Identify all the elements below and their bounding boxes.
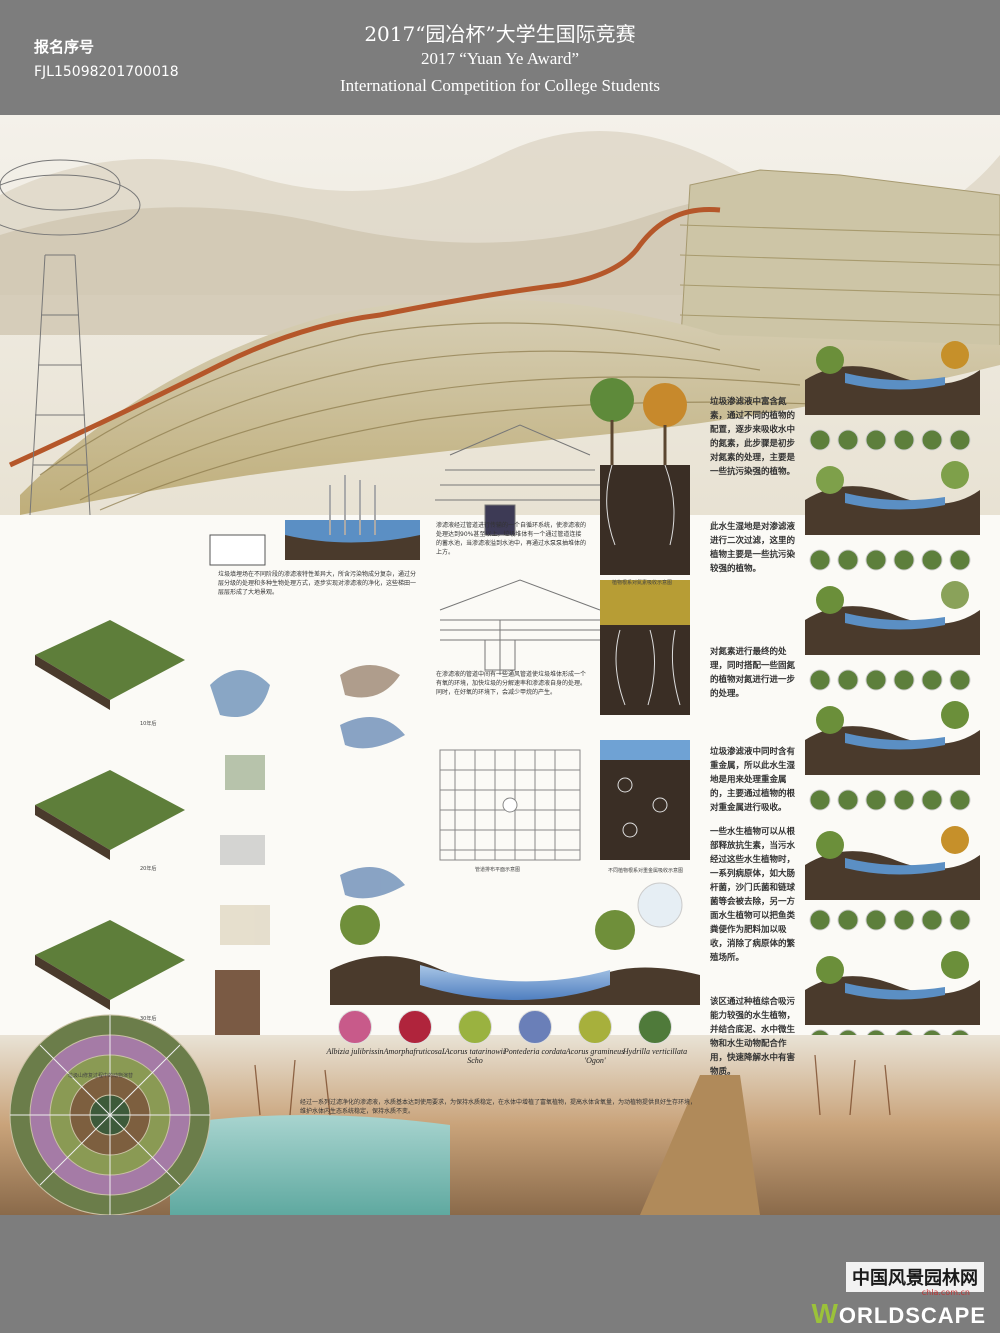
- plant-label-4: Pontederia cordata: [503, 1047, 567, 1056]
- pipe-plan-caption: 管道排布平面示意图: [475, 867, 521, 873]
- bottom-long-text: 经过一系列过滤净化的渗滤液，水质基本达到使用要求，为保持水质稳定，在水体中增植了…: [300, 1099, 697, 1115]
- wetland-text-5: 一些水生植物可以从根部释放抗生素，当污水经过这些水生植物时，一系列病原体，如大肠…: [710, 827, 796, 963]
- analysis-maps: [210, 665, 405, 945]
- worldscape-rest: ORLDSCAPE: [838, 1303, 986, 1328]
- registration-label: 报名序号: [34, 38, 95, 56]
- plant-label-1: Albizia julibrissin: [326, 1047, 384, 1056]
- rust-walkway: [8, 206, 721, 468]
- terrace-pyramid: [679, 169, 1000, 356]
- pyramid-diagram-top: [435, 424, 605, 536]
- plant-circle-4: [518, 1010, 552, 1044]
- reeds: [254, 1054, 891, 1116]
- poster-illustration: [0, 115, 1000, 1215]
- animal-succession-caption: 垃圾山修复过程中的动物演替: [68, 1073, 134, 1079]
- plant-circle-6: [638, 1010, 672, 1044]
- plant-label-6: Hydrilla verticillata: [622, 1047, 688, 1056]
- wetland-text-4: 垃圾渗滤液中同时含有重金属，所以此水生湿地是用来处理重金属的，主要通过植物的根对…: [710, 747, 796, 813]
- plant-label-5: Acorus gramineus 'Ogon': [565, 1047, 625, 1065]
- title-english-line2: International Competition for College St…: [339, 76, 661, 95]
- root-caption-1: 植物根系对氮素吸收示意图: [612, 580, 673, 586]
- wetland-text-1: 垃圾渗滤液中富含氮素，通过不同的植物的配置，逐步来吸收水中的氮素，此步骤是初步对…: [710, 397, 796, 477]
- year-10-label: 10年后: [140, 721, 157, 727]
- chla-url: chla.com.cn: [921, 1288, 970, 1297]
- intro-text: 垃圾填埋场在不同阶段的渗滤液特性差异大，所含污染物成分复杂，通过分层分级的处理和…: [218, 571, 417, 596]
- lattice-tower: [0, 159, 141, 516]
- poster-canvas: 垃圾填埋场在不同阶段的渗滤液特性差异大，所含污染物成分复杂，通过分层分级的处理和…: [0, 115, 1000, 1215]
- plant-circle-5: [578, 1010, 612, 1044]
- wetland-sections: [805, 341, 980, 1025]
- wetland-text-2: 此水生湿地是对渗滤液进行二次过滤，这里的植物主要是一些抗污染较强的植物。: [710, 522, 796, 574]
- root-diagram-3: [600, 740, 690, 860]
- registration-id: FJL15098201700018: [34, 64, 179, 80]
- plant-circle-2: [398, 1010, 432, 1044]
- plant-label-3: Acorus tatarinowii Scho: [444, 1047, 506, 1065]
- plant-spiral-wheel: [9, 1014, 211, 1215]
- isometric-blocks: [35, 620, 185, 1010]
- plant-circle-3: [458, 1010, 492, 1044]
- footer-bar: [0, 1215, 1000, 1333]
- terraced-fields: [20, 299, 1000, 515]
- chla-logo: 中国风景园林网: [846, 1262, 984, 1292]
- worldscape-logo: WORLDSCAPE: [811, 1298, 986, 1330]
- plant-label-2: AmorphafruticosaL: [383, 1047, 447, 1056]
- title-chinese: 2017“园冶杯”大学生国际竞赛: [364, 22, 636, 46]
- pipe-description-1: 渗滤液经过管道进行传输的一个自循环系统，使渗滤液的处理达到90%甚至以上。垃圾堆…: [436, 522, 587, 556]
- main-cross-section: [330, 905, 700, 1005]
- pipe-description-2: 在渗滤液的管道中间有一些通风管道使垃圾堆体形成一个有氧的环境，加快垃圾的分解速率…: [436, 671, 587, 696]
- terrace-lines: [679, 224, 1000, 326]
- root-diagram-1: [590, 378, 690, 575]
- header-bar: 报名序号 FJL15098201700018 2017“园冶杯”大学生国际竞赛 …: [0, 0, 1000, 115]
- pipe-section-illustration: [209, 475, 420, 566]
- bottom-boardwalk: [640, 1075, 760, 1215]
- title-english-line1: 2017 “Yuan Ye Award”: [420, 49, 580, 68]
- root-diagram-2: [600, 580, 690, 715]
- bottom-lake: [170, 1115, 450, 1215]
- pyramid-diagram-mid: [439, 579, 601, 675]
- year-30-label: 30年后: [140, 1016, 157, 1022]
- root-caption-2: 不同植物根系对重金属吸收示意图: [608, 868, 684, 874]
- wetland-text-6: 该区通过种植综合吸污能力较强的水生植物，并结合底泥、水中微生物和水生动物配合作用…: [710, 997, 796, 1077]
- year-20-label: 20年后: [140, 866, 157, 872]
- terrace-contours: [39, 322, 841, 511]
- worldscape-w: W: [811, 1298, 839, 1329]
- wetland-text-3: 对氮素进行最终的处理，同时搭配一些固氮的植物对氮进行进一步的处理。: [710, 647, 796, 699]
- root-detail-circle: [637, 882, 683, 928]
- plant-circle-1: [338, 1010, 372, 1044]
- pipe-grid-plan: [439, 749, 581, 861]
